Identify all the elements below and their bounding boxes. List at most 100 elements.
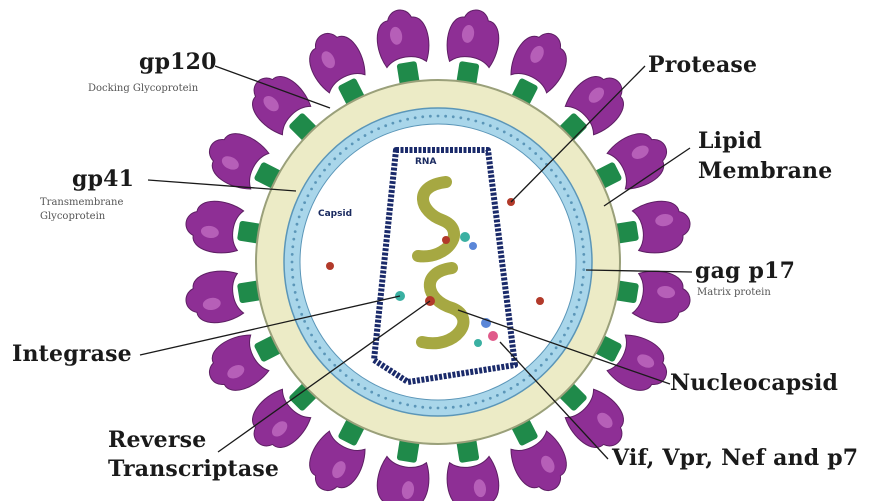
matrix-dot bbox=[303, 201, 306, 204]
matrix-dot bbox=[294, 291, 297, 294]
matrix-dot bbox=[300, 208, 303, 211]
matrix-dot bbox=[391, 122, 394, 125]
gp120-label: gp120 bbox=[139, 51, 217, 73]
matrix-dot bbox=[291, 253, 294, 256]
matrix-dot bbox=[291, 261, 294, 264]
matrix-dot bbox=[328, 163, 331, 166]
matrix-dot bbox=[567, 194, 570, 197]
matrix-dot bbox=[291, 245, 294, 248]
matrix-dot bbox=[339, 369, 342, 372]
matrix-dot bbox=[581, 283, 584, 286]
matrix-dot bbox=[429, 115, 432, 118]
enzyme-dot-6 bbox=[442, 236, 450, 244]
transcriptase-label: Transcriptase bbox=[108, 458, 279, 480]
matrix-dot-left bbox=[326, 262, 334, 270]
gp120-head bbox=[632, 268, 694, 327]
matrix-dot bbox=[364, 134, 367, 137]
integrase-label: Integrase bbox=[12, 343, 132, 365]
matrix-dot bbox=[414, 116, 417, 119]
matrix-dot bbox=[300, 313, 303, 316]
gp120-sub-label: Docking Glycoprotein bbox=[88, 84, 198, 94]
gp41-label: gp41 bbox=[72, 168, 134, 190]
gp41-sub-label-2: Glycoprotein bbox=[40, 212, 105, 222]
matrix-dot bbox=[583, 261, 586, 264]
matrix-dot bbox=[307, 194, 310, 197]
matrix-dot bbox=[292, 238, 295, 241]
matrix-dot bbox=[534, 152, 537, 155]
matrix-dot bbox=[489, 397, 492, 400]
matrix-dot bbox=[310, 188, 313, 191]
matrix-dot bbox=[328, 358, 331, 361]
matrix-dot bbox=[384, 397, 387, 400]
matrix-dot bbox=[351, 142, 354, 145]
matrix-dot bbox=[429, 406, 432, 409]
matrix-dot bbox=[357, 138, 360, 141]
matrix-dot bbox=[303, 320, 306, 323]
matrix-dot bbox=[578, 298, 581, 301]
matrix-dot-right bbox=[536, 297, 544, 305]
matrix-dot bbox=[307, 327, 310, 330]
matrix-dot bbox=[482, 399, 485, 402]
reverse-label: Reverse bbox=[108, 429, 206, 451]
matrix-dot bbox=[559, 181, 562, 184]
matrix-dot bbox=[364, 387, 367, 390]
matrix-dot bbox=[516, 383, 519, 386]
matrix-dot bbox=[318, 346, 321, 349]
matrix-dot bbox=[291, 276, 294, 279]
matrix-dot bbox=[503, 391, 506, 394]
gp120-head bbox=[605, 123, 677, 194]
matrix-dot bbox=[540, 157, 543, 160]
matrix-dot bbox=[503, 131, 506, 134]
matrix-dot bbox=[474, 120, 477, 123]
matrix-dot bbox=[292, 283, 295, 286]
matrix-dot bbox=[474, 402, 477, 405]
matrix-dot bbox=[314, 181, 317, 184]
gp120-head bbox=[199, 123, 271, 194]
matrix-dot bbox=[459, 116, 462, 119]
matrix-dot bbox=[314, 340, 317, 343]
gagp7-sub-label: Matrix protein bbox=[697, 288, 771, 298]
matrix-dot bbox=[578, 223, 581, 226]
matrix-dot bbox=[510, 387, 513, 390]
gp120-head bbox=[506, 429, 577, 501]
matrix-dot bbox=[467, 118, 470, 121]
matrix-dot bbox=[522, 142, 525, 145]
capsid-label: Capsid bbox=[318, 210, 352, 219]
matrix-dot bbox=[296, 298, 299, 301]
matrix-dot bbox=[550, 169, 553, 172]
gp41-sub-label-1: Transmembrane bbox=[40, 198, 123, 208]
protease-label: Protease bbox=[648, 54, 757, 76]
matrix-dot bbox=[573, 313, 576, 316]
matrix-dot bbox=[437, 407, 440, 410]
matrix-dot bbox=[452, 115, 455, 118]
matrix-dot bbox=[555, 346, 558, 349]
matrix-dot bbox=[581, 238, 584, 241]
matrix-dot bbox=[573, 208, 576, 211]
matrix-dot bbox=[575, 306, 578, 309]
matrix-dot bbox=[345, 147, 348, 150]
matrix-dot bbox=[444, 115, 447, 118]
rna-label: RNA bbox=[415, 158, 436, 167]
matrix-dot bbox=[563, 334, 566, 337]
gp120-head bbox=[632, 197, 694, 256]
matrix-dot bbox=[399, 402, 402, 405]
matrix-dot bbox=[582, 276, 585, 279]
matrix-dot bbox=[384, 124, 387, 127]
matrix-dot bbox=[567, 327, 570, 330]
matrix-dot bbox=[291, 268, 294, 271]
enzyme-dot-2 bbox=[469, 242, 477, 250]
matrix-dot bbox=[534, 369, 537, 372]
matrix-dot bbox=[575, 215, 578, 218]
vif-vpr-nef-label: Vif, Vpr, Nef and p7 bbox=[612, 447, 858, 469]
gp120-head bbox=[444, 456, 503, 501]
matrix-dot bbox=[318, 175, 321, 178]
matrix-dot bbox=[522, 379, 525, 382]
matrix-dot bbox=[555, 175, 558, 178]
matrix-dot bbox=[333, 157, 336, 160]
matrix-dot bbox=[298, 306, 301, 309]
matrix-dot bbox=[421, 406, 424, 409]
matrix-dot bbox=[489, 124, 492, 127]
matrix-dot bbox=[333, 364, 336, 367]
matrix-dot bbox=[323, 169, 326, 172]
